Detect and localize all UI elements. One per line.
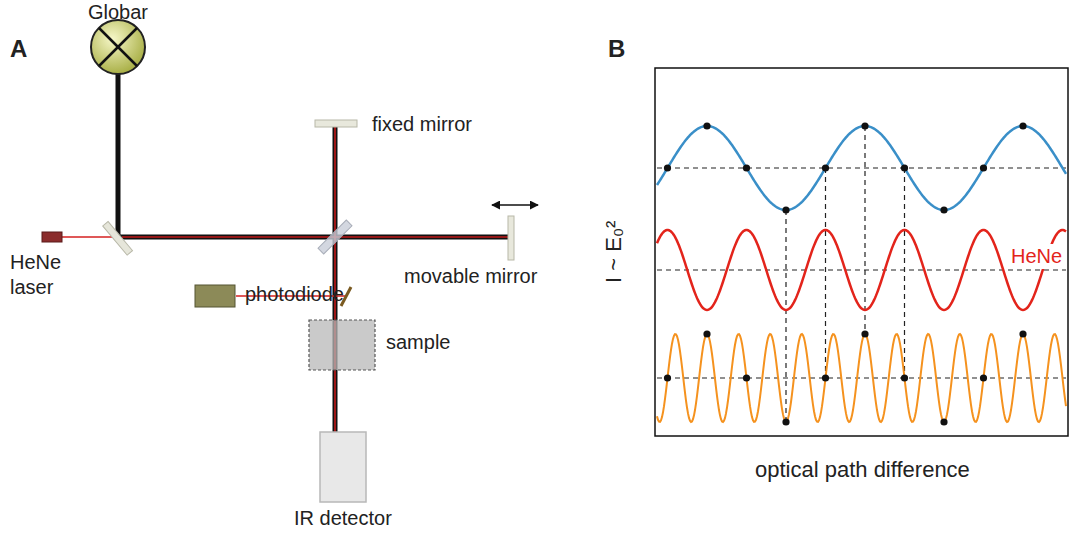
sample-point [861,122,868,129]
motion-arrow [492,204,538,206]
sample-point [1019,122,1026,129]
sample-point [901,164,908,171]
photodiode-body [195,285,235,307]
guide-line [785,210,786,422]
sample-point [703,122,710,129]
component-label: HeNe laser [10,250,74,300]
sample-point [782,206,789,213]
sample-point [743,374,750,381]
orange-interferogram [657,334,1066,422]
sample-point [664,164,671,171]
zero-line [657,377,1066,378]
component-label: Globar [88,0,148,25]
axis-label: optical path difference [755,456,970,484]
sample-point [901,374,908,381]
globar-source [91,20,145,74]
ir-beam [118,74,508,432]
component-label: movable mirror [404,264,537,289]
sample-point [861,330,868,337]
sample-point [703,330,710,337]
curve-label: HeNe [1009,244,1064,269]
interferograms [657,122,1066,425]
ir-detector-body [320,432,366,502]
component-label: photodiode [245,282,344,307]
panel-letter: B [608,34,625,64]
laser-body [42,232,62,242]
sample-point [664,374,671,381]
fold-mirror [103,222,133,256]
sample-point [1019,330,1026,337]
sample-point [980,374,987,381]
zero-line [657,167,1066,168]
sample-point [940,206,947,213]
beamsplitter [318,220,352,254]
movable-mirror [508,216,514,260]
fixed-mirror [315,120,357,127]
guide-line [904,168,905,378]
component-label: IR detector [294,506,392,531]
sample-point [743,164,750,171]
hene-interferogram [657,230,1066,310]
sample-cell [309,320,375,370]
guide-line [825,168,826,378]
guide-line [864,126,865,334]
sample-point [782,418,789,425]
sample-point [940,418,947,425]
sample-point [980,164,987,171]
panel-letter: A [10,34,27,64]
axis-label: I ~ E₀² [600,221,628,283]
plot-frame [655,68,1068,436]
sample-point [822,374,829,381]
component-label: sample [386,330,450,355]
blue-interferogram [657,126,1066,210]
component-label: fixed mirror [372,112,472,137]
sample-point [822,164,829,171]
